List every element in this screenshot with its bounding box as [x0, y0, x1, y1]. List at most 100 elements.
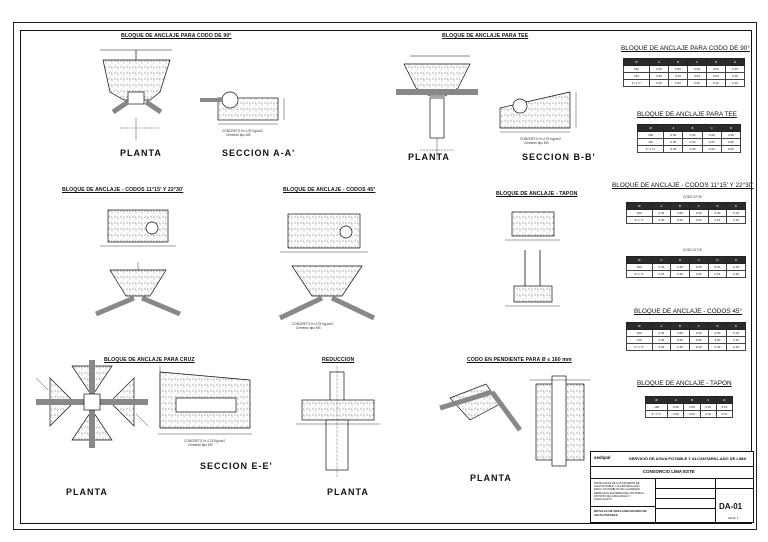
table-cell: 0.60 [705, 65, 726, 73]
table-cell: 160 [623, 65, 650, 73]
tee-plan-drawing [396, 55, 478, 160]
table-cell: 0.15 [726, 329, 746, 337]
table-header-cell: D [720, 124, 742, 132]
table-cell: 0.60 [707, 329, 728, 337]
table-header-cell: B [670, 322, 690, 330]
title-block-divider [655, 508, 715, 509]
table-header-cell: C [688, 256, 709, 264]
table-cell: 0.20 [688, 270, 709, 278]
table-header-cell: Ø [626, 256, 653, 264]
table-codos-11-22-sub-a: CODO 22°30' [683, 195, 703, 199]
table-header-cell: Ø [636, 124, 665, 132]
table-cell: 0.20 [682, 145, 703, 153]
table-cell: 0.40 [705, 79, 726, 87]
table-cell: 0.20 [707, 209, 728, 217]
table-cell: 3"-1 ½" [636, 145, 665, 153]
table-cell: 0.25 [667, 410, 685, 418]
table-cell: 0.30 [683, 403, 701, 411]
table-cell: 0.25 [651, 343, 672, 351]
inner-frame [20, 30, 752, 524]
table-cell: 160 [626, 263, 653, 271]
service-name: SERVICIO DE AGUA POTABLE Y ALCANTARILLAD… [629, 456, 747, 461]
tapon-title: BLOQUE DE ANCLAJE - TAPON [496, 191, 578, 197]
table-header-cell: A [667, 396, 685, 404]
title-block-divider [655, 498, 715, 499]
table-cell: 0.10 [699, 410, 717, 418]
table-header-cell: C [701, 124, 722, 132]
table-cell: 0.25 [688, 336, 709, 344]
table-cell: 0.30 [720, 131, 742, 139]
table-header-cell: C [686, 58, 707, 66]
table-cell: 0.30 [688, 329, 709, 337]
table-cell: 0.40 [651, 263, 672, 271]
table-cell: 0.45 [651, 329, 672, 337]
table-header-cell: E [726, 322, 746, 330]
table-header-cell: A [648, 58, 669, 66]
table-cell: 0.20 [683, 410, 701, 418]
table-cell: 0.25 [701, 138, 722, 146]
codo90-note-1: CONCRETO f'c=175 Kg/cm2 [222, 129, 264, 133]
codo90-section-drawing [200, 91, 285, 125]
table-cell: 0.30 [682, 138, 703, 146]
table-header-cell: A [651, 322, 672, 330]
table-header-cell: Ø [644, 396, 669, 404]
pendiente-drawing [439, 375, 590, 467]
table-cell: 0.30 [651, 216, 672, 224]
tapon-drawing [505, 211, 560, 307]
table-header-cell: Ø [623, 58, 650, 66]
sheet-number: HOJA: 1 [728, 516, 739, 520]
table-header-cell: B [670, 202, 690, 210]
codos-11-22-drawing [95, 209, 181, 317]
table-header-cell: Ø [626, 322, 653, 330]
table-cell: 160 [636, 131, 665, 139]
table-cell: 0.15 [726, 263, 746, 271]
reduccion-title: REDUCCION [322, 357, 355, 363]
table-header-cell: B [682, 124, 703, 132]
tee-note-2: Cemento tipo MS [524, 141, 549, 145]
title-block-divider [715, 478, 716, 522]
table-cell: 0.15 [707, 270, 728, 278]
table-cell: 0.15 [726, 209, 746, 217]
project-description: INSTALACION DE LOS SISTEMAS DE AGUA POTA… [594, 482, 646, 502]
table-cell: 0.10 [726, 216, 746, 224]
table-cell: 0.40 [667, 72, 688, 80]
table-cell: 0.10 [724, 79, 746, 87]
table-cell: 110 [626, 336, 653, 344]
codo90-plan-label: PLANTA [120, 148, 162, 158]
table-cell: 0.10 [715, 410, 734, 418]
title-block: sedapal SERVICIO DE AGUA POTABLE Y ALCAN… [590, 451, 754, 523]
cruz-note-1: CONCRETO f'c=175 Kg/cm2 [184, 439, 226, 443]
table-codo90-title: BLOQUE DE ANCLAJE PARA CODO DE 90° [621, 45, 750, 52]
table-cell: 0.25 [663, 145, 684, 153]
drawing-detail-name: DETALLE DE ANCLAJES EN RED DE AGUA POTAB… [594, 509, 647, 517]
table-cell: 0.15 [707, 216, 728, 224]
table-header-cell: A [651, 256, 672, 264]
table-header-cell: E [724, 58, 746, 66]
table-codos-11-22-title: BLOQUE DE ANCLAJE - CODOS 11°15' Y 22°30… [612, 182, 754, 189]
cruz-note-2: Cemento tipo MS [188, 443, 213, 447]
table-cell: 0.35 [648, 72, 669, 80]
codo90-note-2: Cemento tipo MS [226, 133, 251, 137]
codos-45-title: BLOQUE DE ANCLAJE - CODOS 45° [283, 187, 376, 193]
cruz-section-label: SECCION E-E' [200, 461, 273, 471]
table-header-cell: D [715, 396, 734, 404]
table-cell: 160 [626, 329, 653, 337]
table-cell: 0.40 [670, 336, 690, 344]
codos-45-note-2: Cemento tipo MS [296, 326, 321, 330]
table-cell: 160 [626, 209, 653, 217]
title-block-divider [655, 488, 753, 489]
